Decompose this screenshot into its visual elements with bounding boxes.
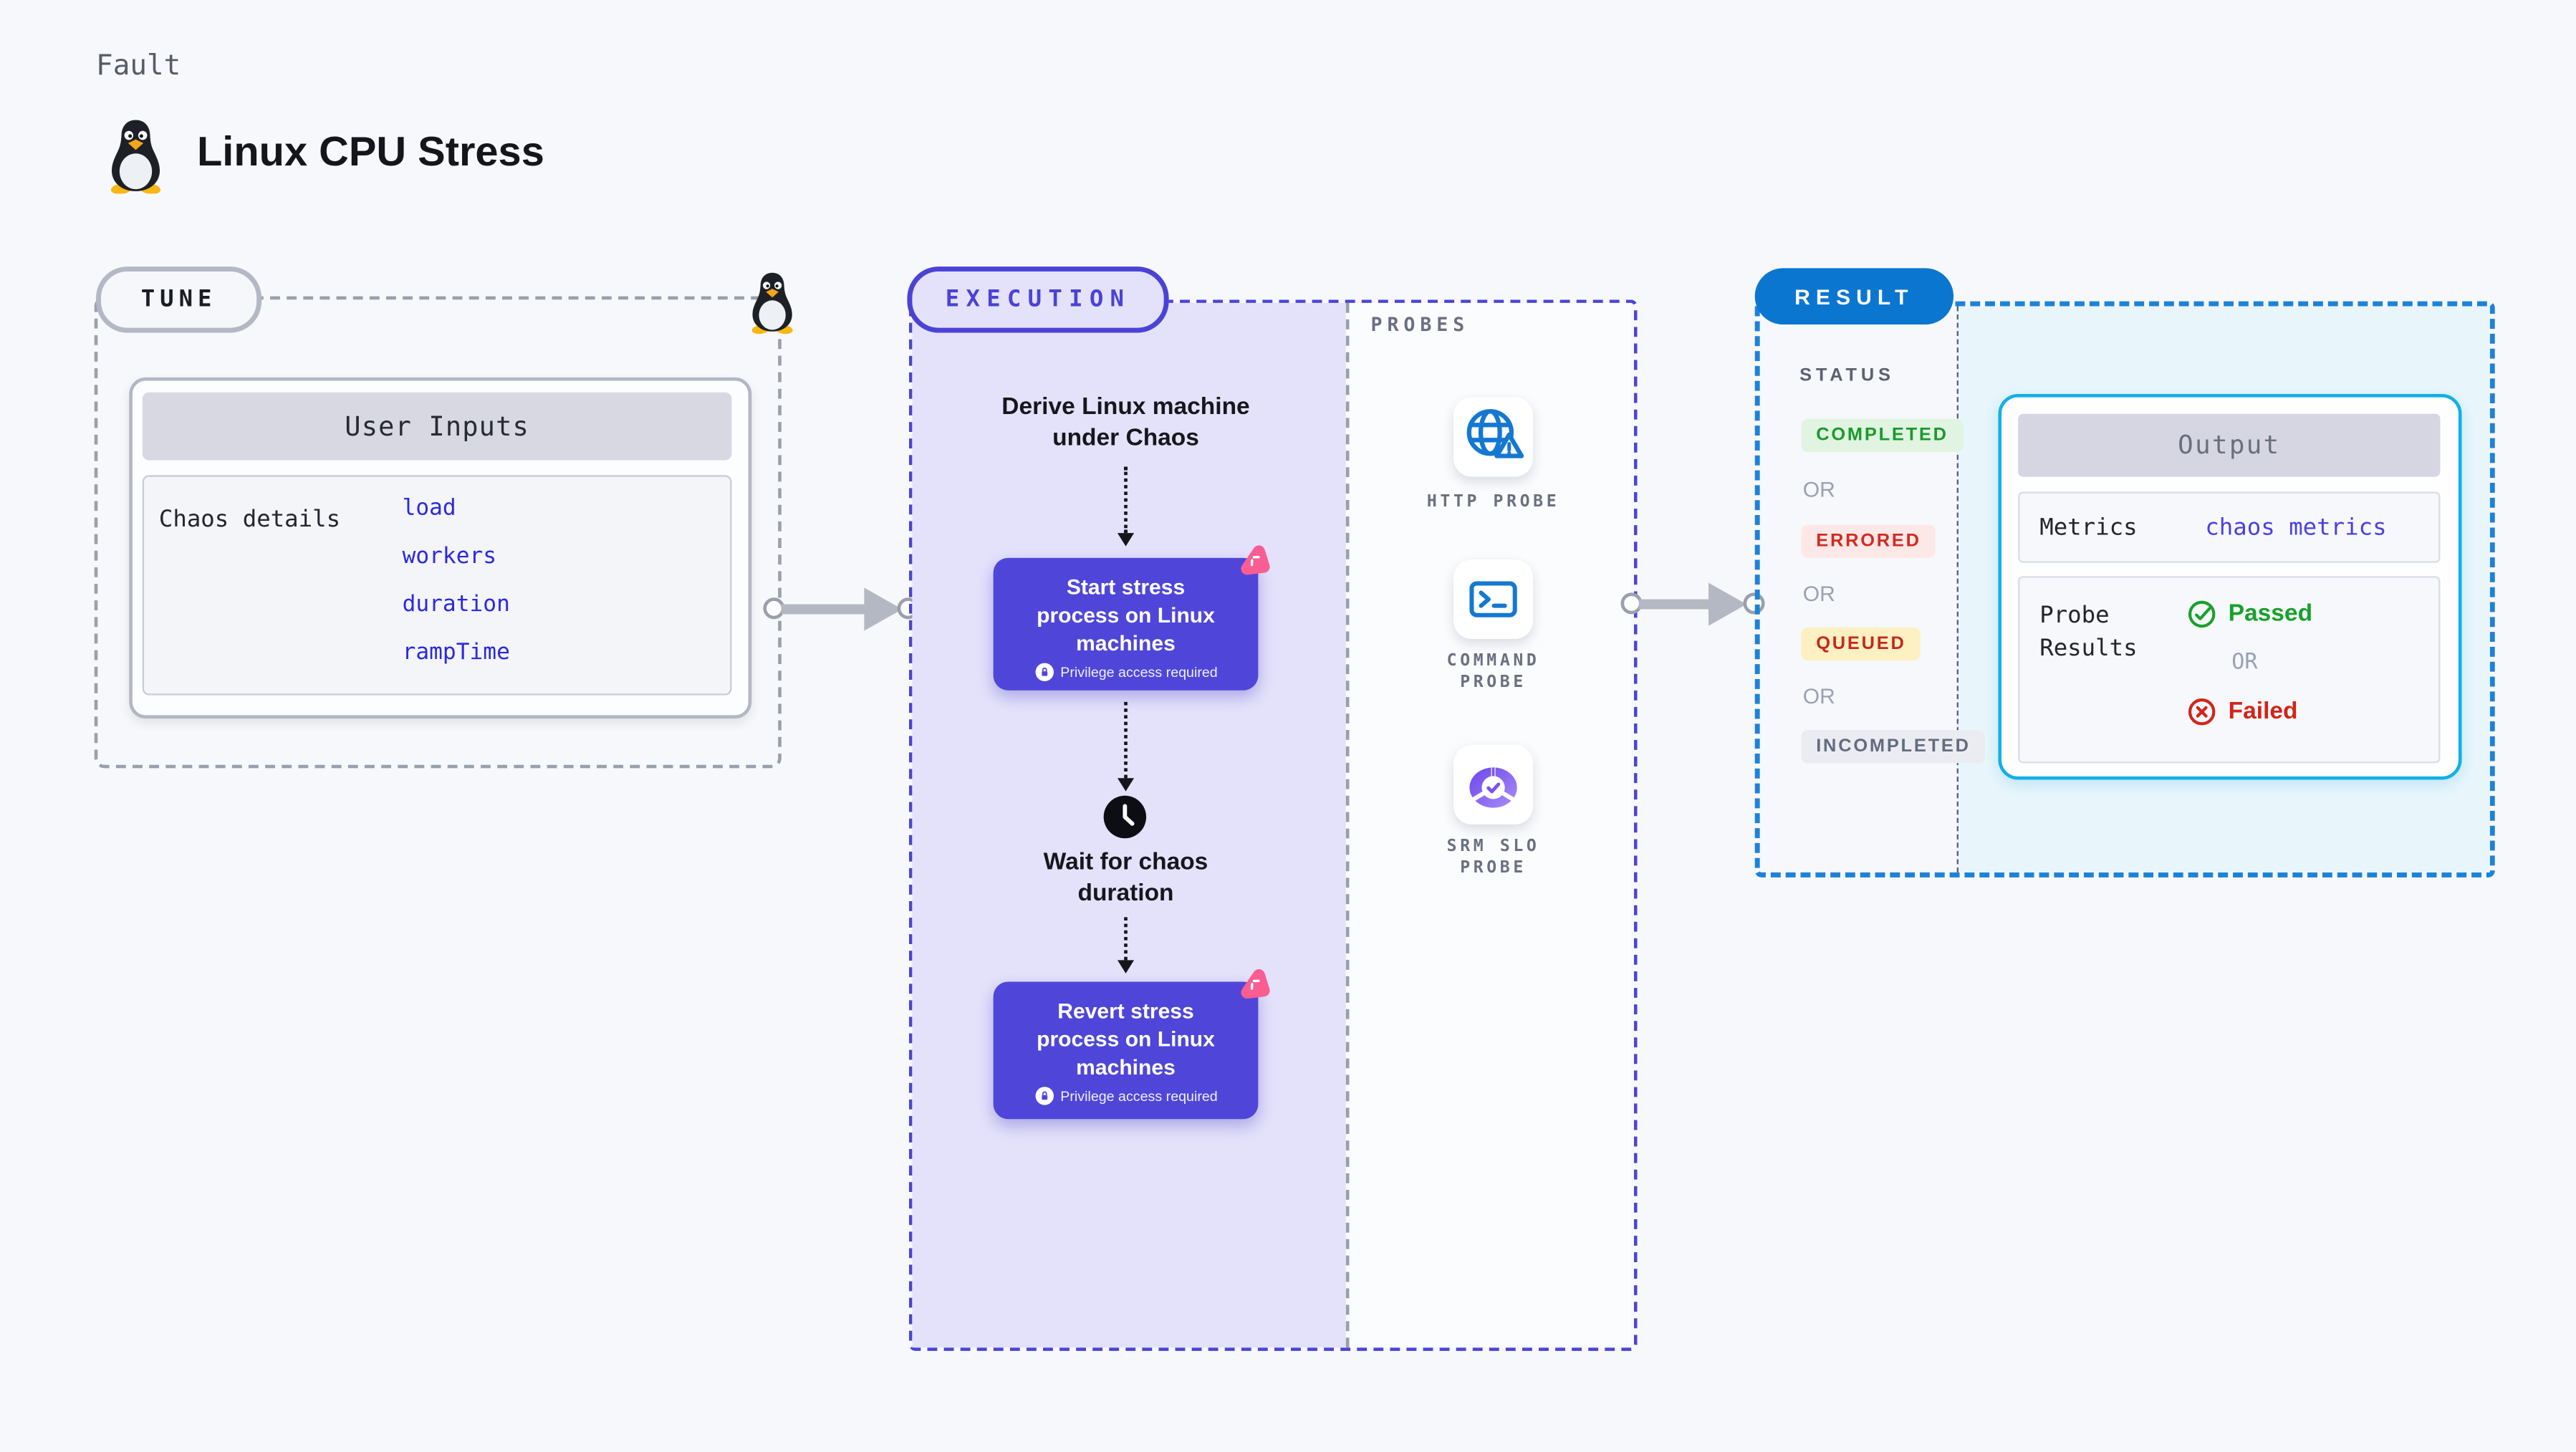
status-badge-queued: QUEUED [1801,627,1921,661]
tune-badge: TUNE [96,266,262,333]
or-label: OR [1802,581,1835,606]
failed-label: Failed [2228,698,2298,726]
probes-title: PROBES [1370,312,1470,337]
or-label: OR [1802,683,1835,709]
privilege-label: Privilege access required [1060,663,1218,681]
terminal-icon [1469,581,1517,617]
flow-arrowhead [1117,533,1135,547]
lock-icon [1034,663,1053,681]
probe-label-http: HTTP PROBE [1426,493,1560,512]
start-stress-node: Start stress process on Linux machines P… [993,545,1270,691]
revert-stress-node: Revert stress process on Linux machines … [993,969,1270,1120]
param-link-load[interactable]: load [402,495,456,521]
chaos-experiment-icon [1241,969,1270,999]
flow-arrow [1124,701,1128,779]
probes-panel [1345,302,1631,1348]
chaos-experiment-icon [1241,545,1270,575]
metrics-value-link[interactable]: chaos metrics [2205,514,2387,541]
probe-results-label: Probe Results [2039,602,2138,663]
result-badge: RESULT [1754,268,1954,324]
probe-label-srm-slo: SRM SLO PROBE [1446,837,1540,878]
chaos-details-label: Chaos details [158,506,341,534]
status-badge-incompleted: INCOMPLETED [1801,730,1986,764]
derive-label: Derive Linux machine under Chaos [1001,394,1250,452]
or-label: OR [2231,650,2258,675]
fault-kicker: Fault [96,49,181,83]
param-link-duration[interactable]: duration [402,591,510,618]
flow-arrow [1124,917,1128,961]
user-inputs-header: User Inputs [142,392,732,461]
probe-card-srm-slo [1453,744,1534,824]
probe-label-command: COMMAND PROBE [1446,652,1540,693]
wait-label: Wait for chaos duration [1043,849,1208,908]
flow-arrowhead [1117,778,1135,792]
passed-check-icon [2188,600,2216,628]
execution-badge: EXECUTION [907,266,1169,333]
flow-arrowhead [1117,960,1135,973]
flow-arrow [1124,466,1128,534]
probe-results-values: Passed OR Failed [2187,600,2312,727]
or-label: OR [1802,476,1835,502]
lock-icon [1034,1087,1053,1105]
tux-icon-small [751,272,793,335]
globe-alert-icon [1466,409,1524,458]
chaos-details-row [142,475,732,696]
tune-section [94,296,782,769]
probe-results-row: Probe Results Passed OR Fai [2018,576,2441,764]
probe-card-http [1453,397,1534,477]
failed-x-icon [2188,698,2216,726]
param-link-rampTime[interactable]: rampTime [402,639,510,666]
output-card: Output Metrics chaos metrics Probe Resul… [1998,394,2462,780]
metrics-label: Metrics [2039,514,2138,541]
passed-label: Passed [2228,600,2313,628]
page-title: Linux CPU Stress [197,129,544,176]
metrics-row: Metrics chaos metrics [2018,491,2441,563]
status-title: STATUS [1799,365,1895,386]
output-header: Output [2018,413,2441,477]
tux-icon [110,120,161,194]
param-link-workers[interactable]: workers [402,543,497,570]
clock-icon [1103,795,1147,839]
probe-card-command [1453,559,1534,640]
slo-donut-icon [1469,763,1517,808]
privilege-label: Privilege access required [1060,1087,1218,1105]
status-badge-completed: COMPLETED [1801,418,1964,452]
status-badge-errored: ERRORED [1801,524,1936,558]
